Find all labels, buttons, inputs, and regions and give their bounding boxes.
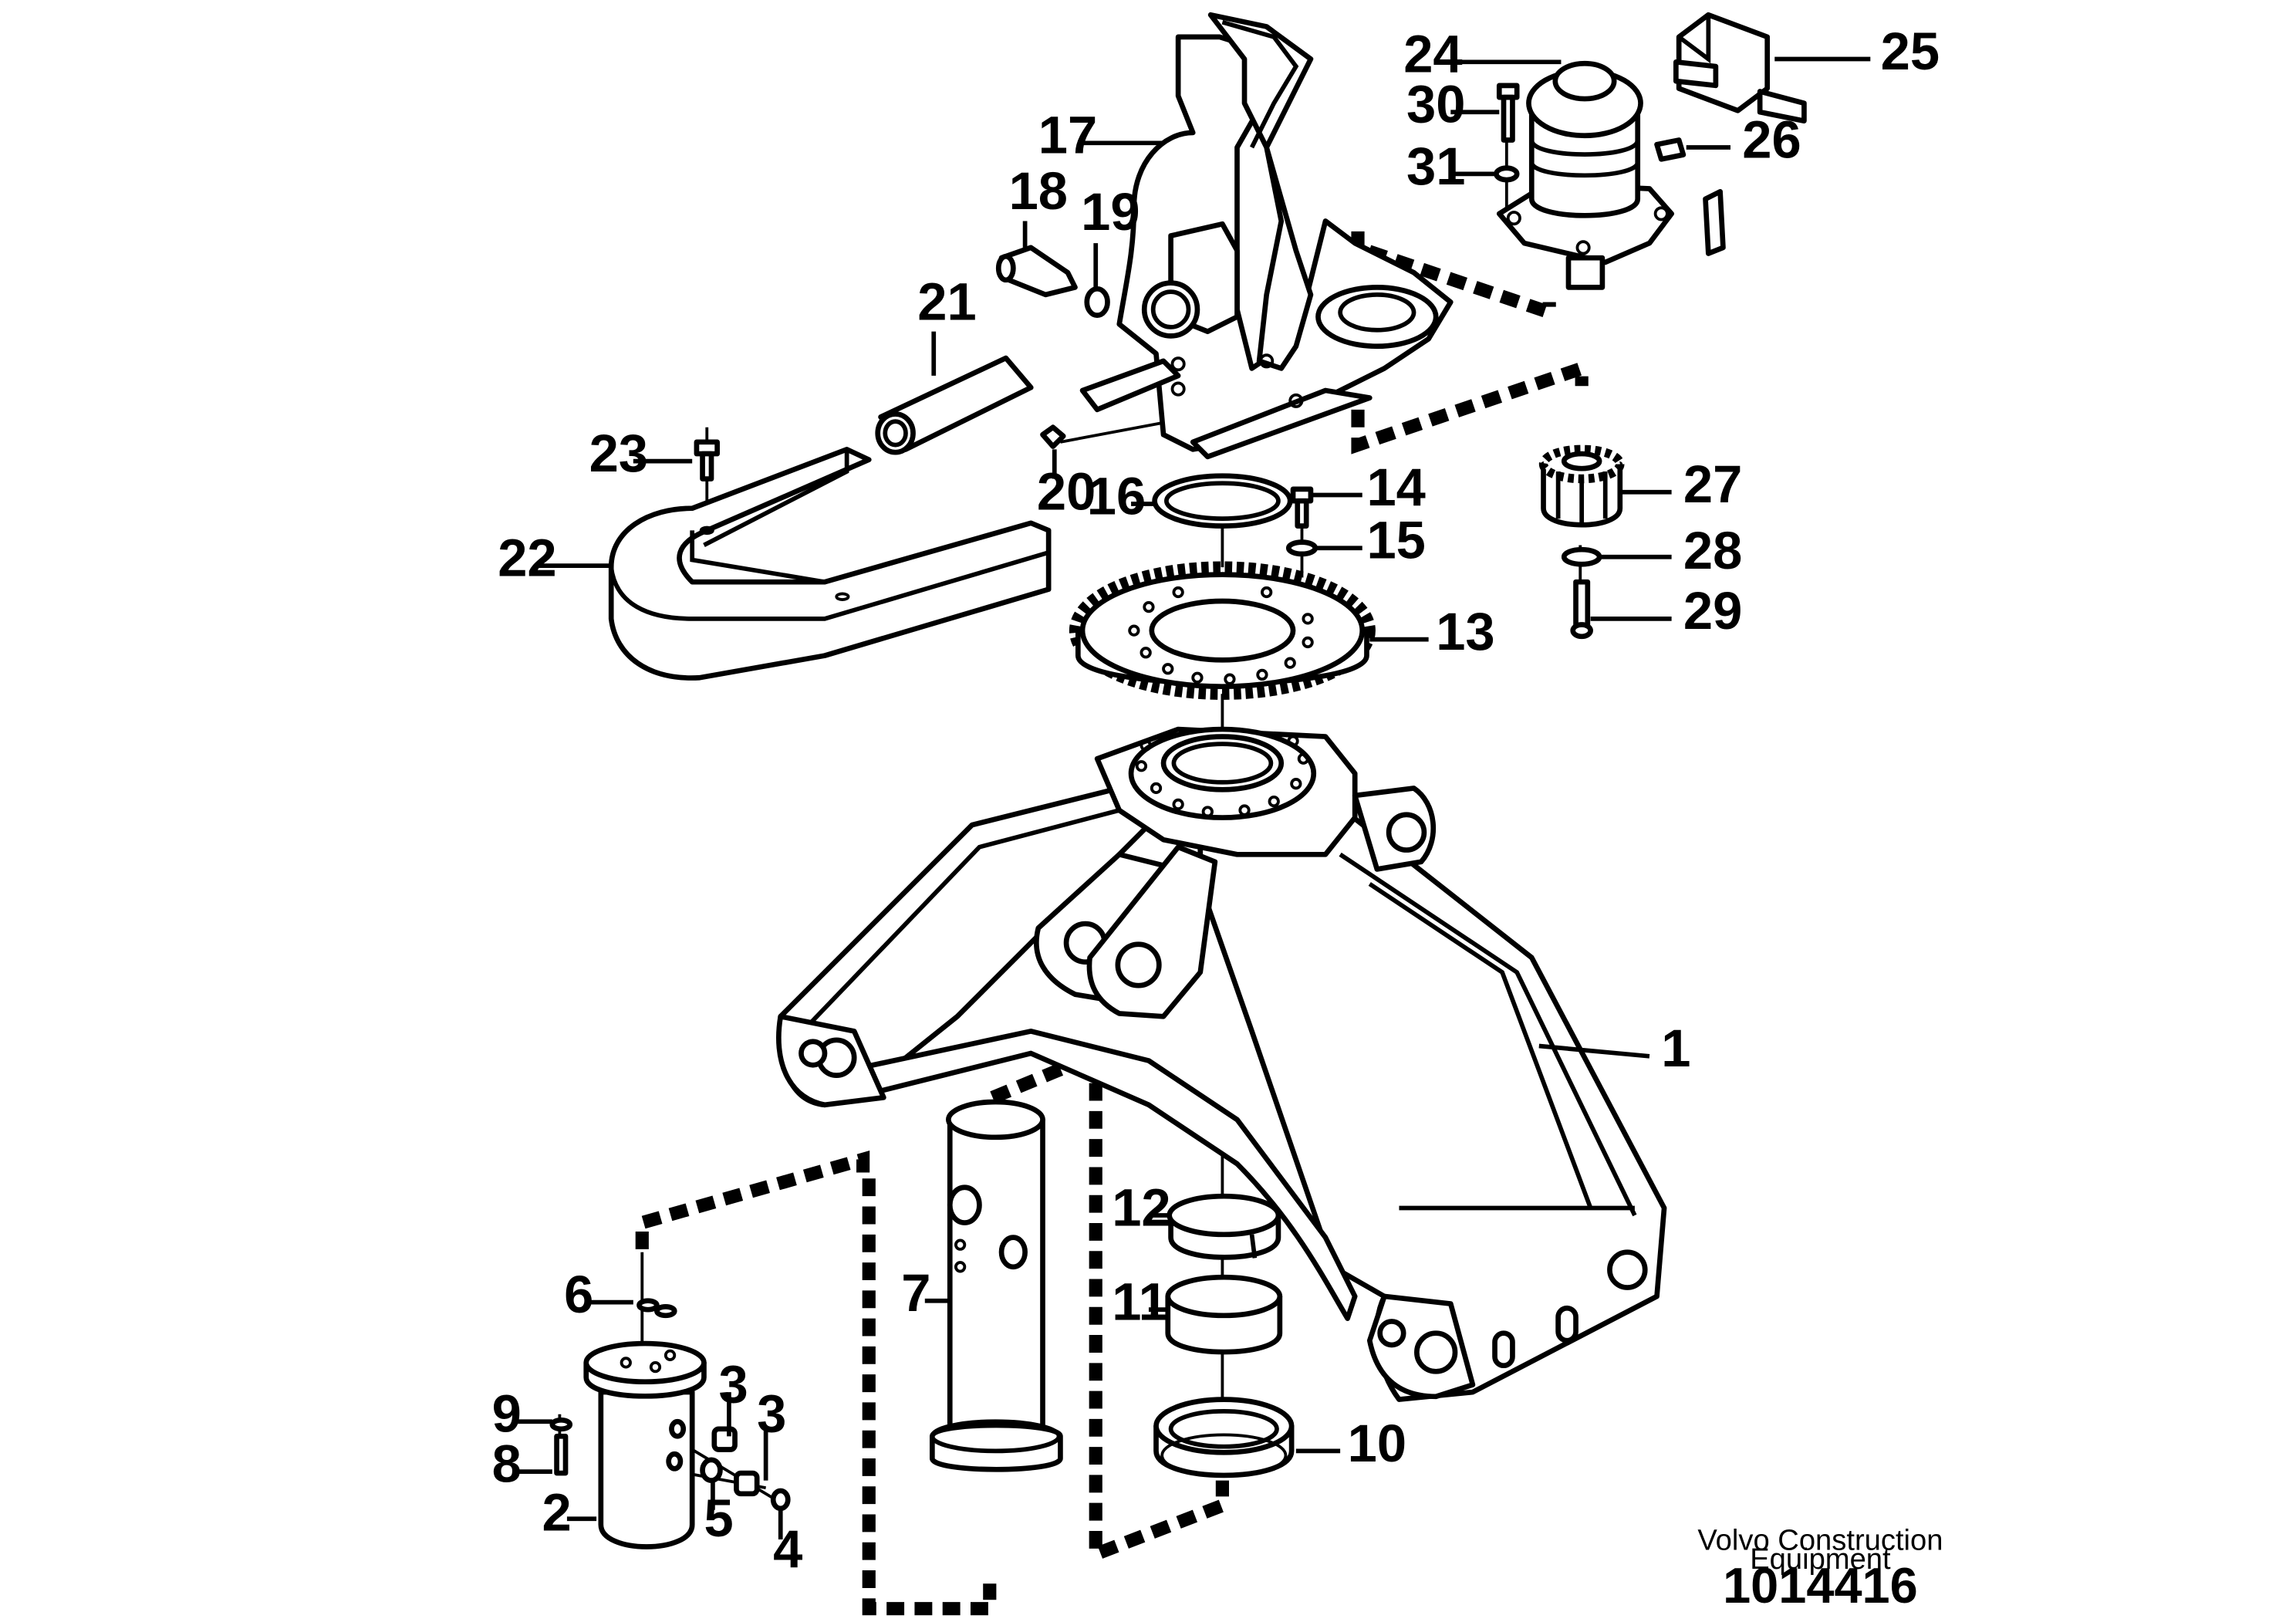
fitting-part-20 [1040, 424, 1066, 449]
fitting-part-26 [1654, 137, 1687, 162]
key-part [1703, 188, 1726, 256]
washer-part-15 [1285, 539, 1319, 557]
label-11: 11 [1112, 1272, 1168, 1332]
label-24: 24 [1403, 25, 1462, 84]
label-23: 23 [589, 424, 648, 483]
ring-gear-bolt-holes [1128, 586, 1314, 685]
pin-part-7 [930, 1099, 1063, 1472]
company-name-line1: Volvo Construction [1697, 1523, 1943, 1556]
label-28: 28 [1683, 521, 1742, 580]
guide-line-pin-left-top [635, 1151, 870, 1249]
bolt-part-30 [1496, 83, 1520, 143]
label-12: 12 [1112, 1178, 1170, 1237]
hub-bolt-holes [1135, 735, 1310, 818]
label-8: 8 [492, 1434, 522, 1494]
leader-lines [515, 56, 1871, 1539]
label-29: 29 [1683, 581, 1742, 640]
guide-line-pin-left-bottom [862, 1178, 997, 1616]
bolt-part-29 [1570, 579, 1593, 640]
label-9: 9 [492, 1384, 522, 1444]
label-30: 30 [1406, 75, 1465, 134]
bushing-part-12 [1167, 1193, 1281, 1260]
label-1: 1 [1661, 1019, 1690, 1078]
sleeve-part-21 [875, 355, 1034, 455]
label-16: 16 [1087, 466, 1146, 525]
fitting-part-18 [995, 245, 1078, 298]
part-labels: 1 2 3 3 4 5 6 7 8 9 10 11 12 13 14 15 16… [492, 22, 1940, 1579]
bolt-part-23 [694, 439, 720, 482]
label-20: 20 [1037, 462, 1096, 522]
footer: Volvo Construction Equipment 1014416 [1697, 1523, 1943, 1614]
label-21: 21 [917, 272, 976, 331]
label-3a: 3 [719, 1354, 748, 1414]
main-frame-part-1 [776, 726, 1667, 1402]
label-15: 15 [1366, 511, 1425, 570]
label-18: 18 [1009, 161, 1068, 221]
bushing-part-11 [1165, 1274, 1283, 1355]
label-10: 10 [1348, 1414, 1406, 1473]
ring-gear-part-13 [1069, 561, 1376, 700]
pinion-part-27 [1538, 444, 1625, 528]
label-25: 25 [1881, 22, 1940, 81]
label-26: 26 [1742, 110, 1801, 169]
guide-line-motor [1351, 231, 1556, 322]
bearing-part-10 [1153, 1397, 1295, 1478]
washer-part-31 [1494, 165, 1520, 183]
company-name-line2: Equipment [1750, 1543, 1891, 1576]
label-13: 13 [1436, 602, 1494, 661]
drawing-reference-number: 1014416 [1723, 1557, 1918, 1614]
label-7: 7 [901, 1263, 930, 1323]
washer-part-28 [1561, 546, 1602, 567]
dashed-guide-lines [635, 231, 1589, 1616]
label-14: 14 [1366, 458, 1425, 517]
bolt-part-14 [1290, 486, 1314, 529]
motor-part-24 [1496, 60, 1674, 290]
label-4: 4 [773, 1519, 802, 1579]
guard-part-22 [608, 447, 1052, 681]
valve-block-part-25 [1673, 12, 1807, 124]
label-31: 31 [1406, 137, 1465, 196]
guide-line-pinion [1351, 359, 1589, 454]
label-3b: 3 [757, 1384, 786, 1444]
bracket-part-17 [1079, 12, 1454, 460]
cylinder-part-2 [583, 1340, 707, 1549]
label-22: 22 [498, 529, 556, 588]
label-19: 19 [1081, 182, 1140, 242]
label-17: 17 [1038, 106, 1097, 165]
label-5: 5 [704, 1489, 733, 1548]
ring-part-16 [1152, 473, 1293, 529]
label-6: 6 [564, 1265, 593, 1324]
label-27: 27 [1683, 454, 1742, 514]
label-2: 2 [542, 1483, 571, 1543]
washer-part-19 [1084, 286, 1110, 318]
